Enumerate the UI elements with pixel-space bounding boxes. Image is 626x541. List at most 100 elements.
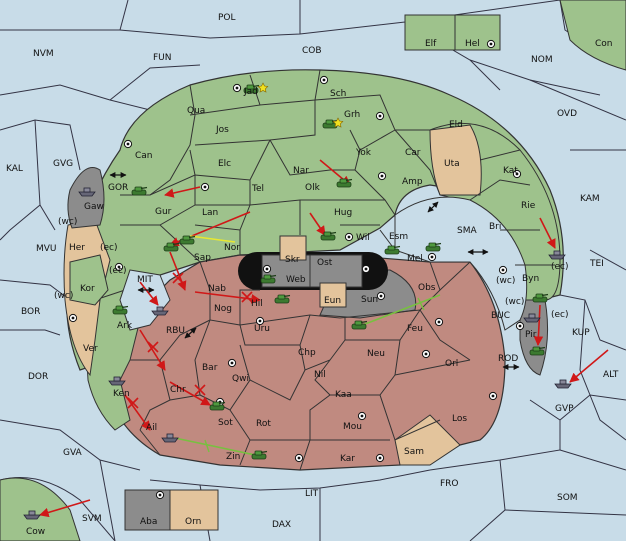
label-los: Los: [452, 414, 467, 424]
label-svm: SVM: [82, 514, 102, 524]
failed-order-marks: [127, 272, 253, 409]
label-uru: Uru: [254, 324, 270, 334]
label-cob: COB: [302, 46, 322, 56]
label-car: Car: [405, 148, 421, 158]
label-tel: Tel: [251, 184, 264, 194]
label-coast-wc: (wc): [58, 217, 77, 227]
label-uta: Uta: [444, 159, 460, 169]
label-con: Con: [595, 39, 613, 49]
supply-center-icon: [375, 111, 385, 121]
label-lan: Lan: [202, 208, 218, 218]
supply-center-icon: [515, 321, 525, 331]
label-bri: Bri: [489, 222, 501, 232]
label-skr: Skr: [285, 255, 300, 265]
label-qua: Qua: [187, 106, 205, 116]
label-amp: Amp: [402, 177, 423, 187]
label-ark: Ark: [117, 321, 133, 331]
label-gva: GVA: [63, 448, 83, 458]
supply-center-icon: [434, 317, 444, 327]
label-her: Her: [69, 243, 85, 253]
label-dor: DOR: [28, 372, 48, 382]
label-orn: Orn: [185, 517, 201, 527]
label-rbu: RBU: [166, 326, 185, 336]
support-cuts: [204, 297, 425, 453]
province-orn[interactable]: [169, 489, 219, 531]
label-sap: Sap: [194, 253, 211, 263]
province-eun[interactable]: [319, 282, 347, 308]
order-arrow: [169, 251, 187, 291]
label-byn: Byn: [522, 274, 539, 284]
supply-center-icon: [319, 75, 329, 85]
label-eld: Eld: [449, 120, 463, 130]
label-nor: Nor: [224, 243, 240, 253]
label-ail: Ail: [146, 423, 157, 433]
label-chp: Chp: [298, 348, 316, 358]
label-coast-wc: (wc): [496, 276, 515, 286]
supply-center-icon: [123, 139, 133, 149]
failed-order-x: [127, 397, 139, 409]
label-ovd: OVD: [557, 109, 577, 119]
label-wil: Wil: [356, 233, 370, 243]
order-arrow: [164, 186, 201, 198]
connectors: [109, 172, 520, 370]
label-fro: FRO: [440, 479, 459, 489]
label-yok: Yok: [355, 148, 372, 158]
province-aba[interactable]: [124, 489, 171, 531]
label-elf: Elf: [425, 39, 437, 49]
label-can: Can: [135, 151, 153, 161]
label-web: Web: [286, 275, 306, 285]
province-gaw[interactable]: [67, 167, 105, 229]
label-kar: Kar: [340, 454, 355, 464]
label-tei: TEI: [589, 259, 604, 269]
supply-center-icon: [227, 358, 237, 368]
supply-center-icon: [294, 453, 304, 463]
supply-center-icon: [232, 83, 242, 93]
label-gaw: Gaw: [84, 202, 104, 212]
label-gvg: GVG: [53, 159, 73, 169]
label-kal: KAL: [6, 164, 23, 174]
label-hug: Hug: [334, 208, 352, 218]
label-kam: KAM: [580, 194, 600, 204]
label-pir: Pir: [525, 330, 537, 340]
label-coast-ec: (ec): [109, 266, 127, 276]
label-coast-wc: (wc): [505, 297, 524, 307]
order-arrow: [39, 499, 91, 518]
label-alt: ALT: [603, 370, 619, 380]
province-skr[interactable]: [279, 235, 307, 261]
label-kaa: Kaa: [335, 390, 352, 400]
order-arrow: [124, 394, 151, 431]
order-arrow: [139, 329, 166, 371]
support-line: [189, 235, 236, 243]
support-line: [174, 437, 256, 456]
label-ken: Ken: [113, 389, 130, 399]
label-bor: BOR: [21, 307, 40, 317]
label-hel: Hel: [465, 39, 480, 49]
province-sam[interactable]: [394, 414, 461, 466]
label-mou: Mou: [343, 422, 362, 432]
label-rot: Rot: [256, 419, 271, 429]
label-kat: Kat: [503, 166, 518, 176]
order-arrow: [309, 212, 326, 236]
label-coast-ec: (ec): [100, 243, 118, 253]
bounce-markers: [257, 82, 344, 128]
province-kor[interactable]: [69, 254, 109, 306]
label-esm: Esm: [389, 232, 408, 242]
label-sun: Sun: [361, 295, 378, 305]
province-uta[interactable]: [429, 124, 482, 196]
label-chr: Chr: [170, 385, 186, 395]
label-eun: Eun: [324, 296, 341, 306]
failed-order-x: [147, 341, 159, 353]
order-arrow: [533, 304, 544, 346]
supply-center-icon: [262, 264, 272, 274]
star-icon: [332, 117, 344, 128]
province-elf[interactable]: [404, 14, 456, 51]
label-sam: Sam: [404, 447, 424, 457]
label-obs: Obs: [418, 283, 436, 293]
supply-center-icon: [357, 411, 367, 421]
province-web-ost[interactable]: [261, 254, 363, 288]
label-buc: BUC: [491, 311, 510, 321]
failed-order-x: [194, 384, 206, 396]
